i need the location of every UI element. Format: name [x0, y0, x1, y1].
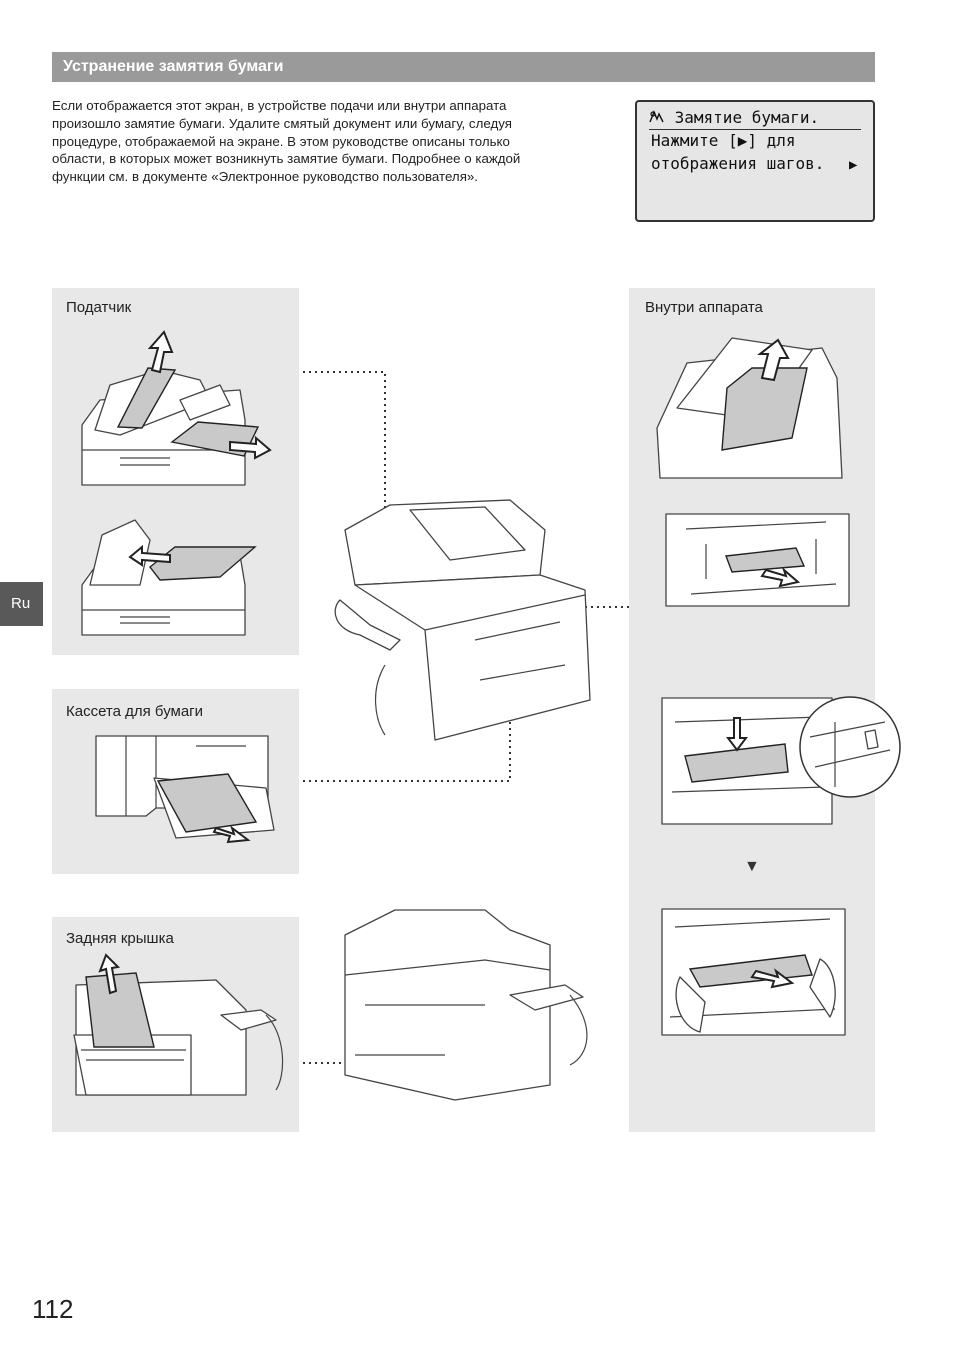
- intro-line: функции см. в документе «Электронное рук…: [52, 169, 478, 185]
- inside-illustration-2: [665, 513, 850, 607]
- rear-cover-label: Задняя крышка: [66, 930, 174, 947]
- page-number: 112: [32, 1294, 74, 1324]
- lcd-line-3: отображения шагов.: [651, 154, 825, 173]
- cassette-illustration: [95, 735, 275, 844]
- printer-front-illustration: [334, 499, 591, 741]
- lcd-screen: Замятие бумаги. Нажмите [▶] для отображе…: [635, 100, 875, 222]
- intro-line: Если отображается этот экран, в устройст…: [52, 98, 507, 113]
- intro-line: произошло замятие бумаги. Удалите смятый…: [52, 115, 512, 131]
- intro-paragraph: Если отображается этот экран, в устройст…: [52, 97, 592, 186]
- inside-illustration-1: [656, 337, 843, 479]
- printer-rear-illustration: [344, 909, 588, 1101]
- inside-label: Внутри аппарата: [645, 299, 763, 316]
- inside-illustration-3: [661, 696, 901, 825]
- section-title: Устранение замятия бумаги: [63, 58, 284, 75]
- lcd-line-2: Нажмите [▶] для: [651, 131, 796, 150]
- leader-feeder: [303, 371, 386, 522]
- cassette-label: Кассета для бумаги: [66, 703, 204, 720]
- language-tab: Ru: [0, 582, 43, 626]
- lcd-divider: [649, 129, 861, 130]
- language-code: Ru: [11, 595, 31, 612]
- feeder-illustration-1: [81, 330, 272, 486]
- section-header: Устранение замятия бумаги: [52, 52, 875, 82]
- inside-illustration-4: [661, 908, 846, 1036]
- step-arrow-icon: ▼: [744, 858, 760, 875]
- paper-jam-icon: [649, 110, 664, 123]
- next-arrow-icon: ▶: [849, 157, 858, 173]
- intro-line: области, в которых может возникнуть замя…: [52, 151, 521, 167]
- lcd-line-1: Замятие бумаги.: [674, 108, 820, 127]
- feeder-illustration-2: [81, 519, 257, 636]
- intro-line: процедуре, отображаемой на экране. В это…: [52, 133, 510, 149]
- rear-cover-illustration: [73, 953, 284, 1096]
- feeder-label: Податчик: [66, 299, 132, 316]
